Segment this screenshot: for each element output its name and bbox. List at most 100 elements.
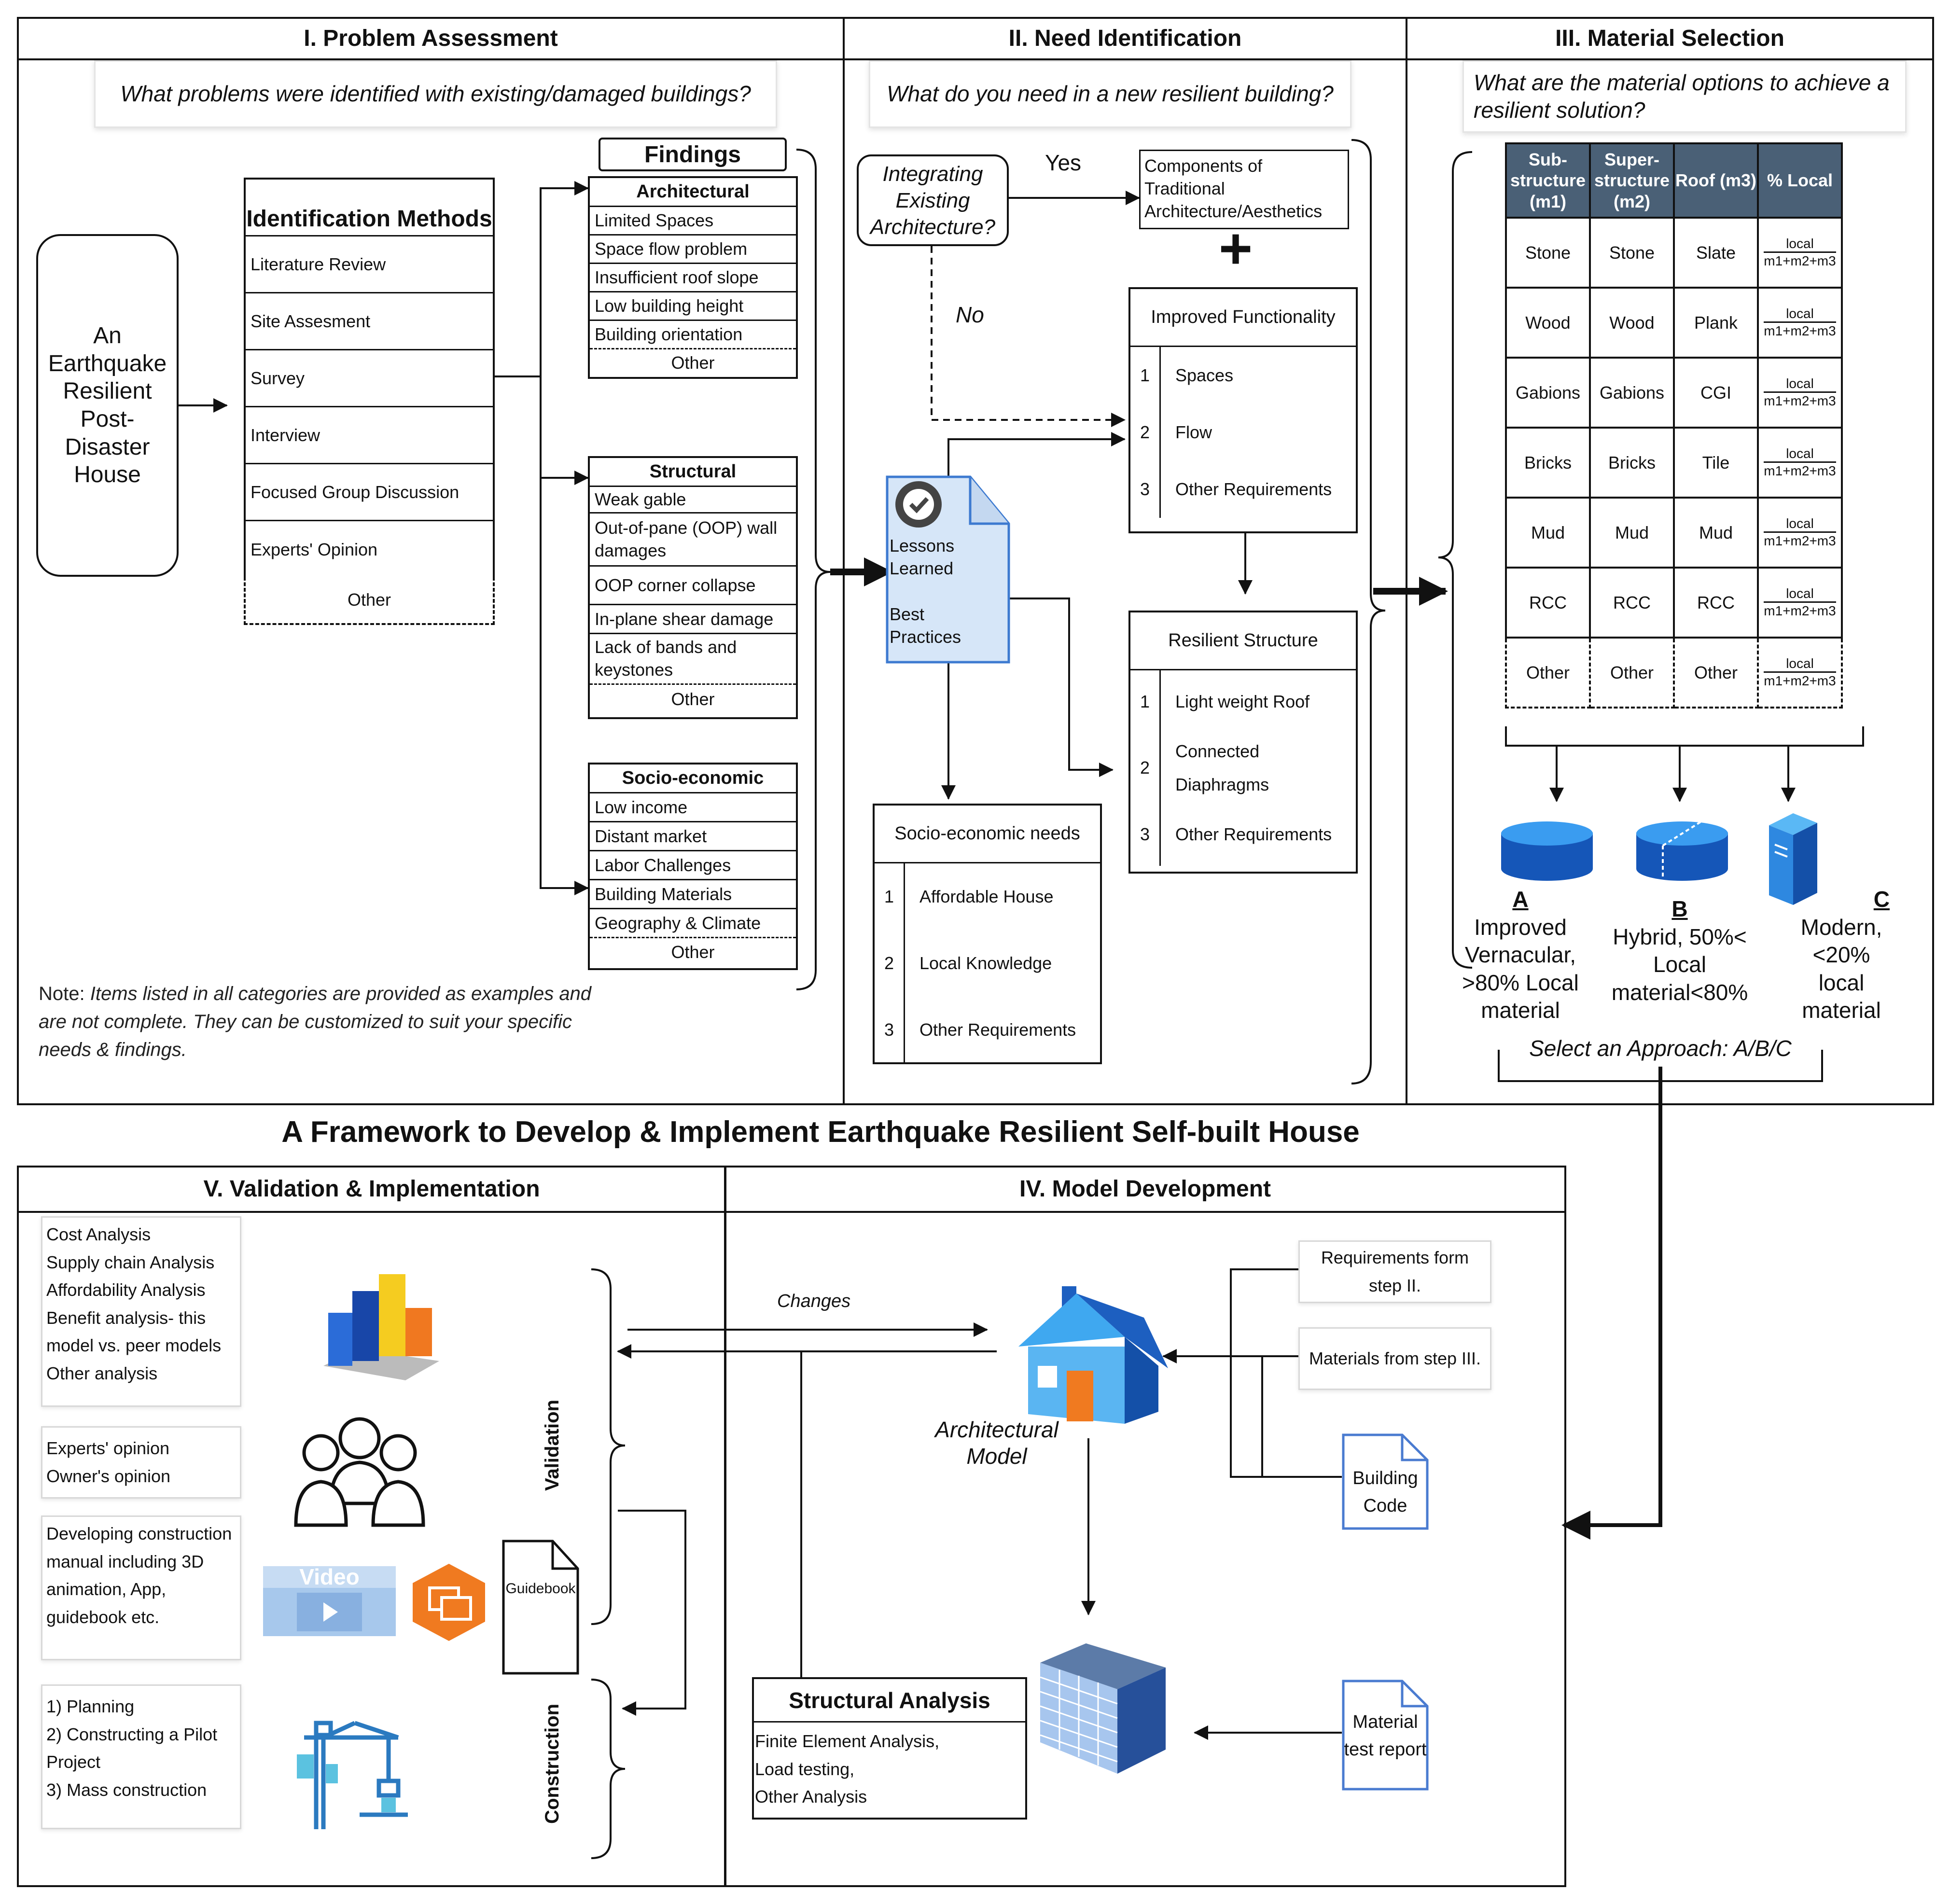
option-b-letter: B bbox=[1671, 896, 1688, 921]
building-code-document-icon bbox=[1342, 1433, 1429, 1530]
option-c-text: Modern, <20% local material bbox=[1800, 914, 1882, 1023]
material-test-label: Material test report bbox=[1344, 1712, 1427, 1760]
house-label: An Earthquake Resilient Post-Disaster Ho… bbox=[48, 323, 167, 488]
server-tower-icon bbox=[1769, 813, 1817, 905]
yes-label: Yes bbox=[1045, 150, 1082, 175]
option-a[interactable]: A Improved Vernacular, >80% Local materi… bbox=[1458, 886, 1583, 1025]
identification-methods: Identification Methods Literature Review… bbox=[244, 178, 495, 578]
option-b[interactable]: B Hybrid, 50%< Local material<80% bbox=[1607, 895, 1752, 1006]
finding-item: Distant market bbox=[590, 822, 796, 851]
panel-material-selection: III. Material Selection bbox=[1406, 17, 1934, 1105]
validation-label: Validation bbox=[542, 1400, 563, 1491]
col-substructure: Sub-structure (m1) bbox=[1505, 142, 1591, 219]
finding-item: Building Materials bbox=[590, 880, 796, 909]
panel-model-development: IV. Model Development bbox=[724, 1166, 1566, 1887]
structural-analysis: Structural Analysis Finite Element Analy… bbox=[752, 1677, 1027, 1820]
findings-header: Findings bbox=[644, 141, 741, 167]
cylinder-icon bbox=[1501, 821, 1593, 881]
findings-header-box: Findings bbox=[599, 138, 787, 171]
no-label: No bbox=[956, 302, 984, 327]
method-item: Experts' Opinion bbox=[251, 540, 378, 559]
finding-other: Other bbox=[671, 942, 715, 962]
panel-title: V. Validation & Implementation bbox=[19, 1167, 724, 1213]
building-code-label: Building Code bbox=[1352, 1468, 1418, 1516]
methods-other: Other bbox=[244, 577, 495, 625]
method-item: Site Assesment bbox=[246, 293, 493, 350]
structural-findings: Structural Weak gable Out-of-pane (OOP) … bbox=[588, 456, 798, 719]
structural-analysis-items: Finite Element Analysis, Load testing, O… bbox=[755, 1731, 940, 1807]
panel-title: III. Material Selection bbox=[1407, 19, 1932, 60]
methods-other-label: Other bbox=[347, 590, 391, 610]
finding-item: Geography & Climate bbox=[590, 909, 796, 938]
socio-header: Socio-economic bbox=[590, 764, 796, 793]
house-icon bbox=[1018, 1286, 1168, 1424]
finding-item: Limited Spaces bbox=[590, 207, 796, 236]
question-materials: What are the material options to achieve… bbox=[1462, 60, 1907, 133]
architectural-header: Architectural bbox=[590, 178, 796, 207]
socio-economic-findings: Socio-economic Low income Distant market… bbox=[588, 763, 798, 970]
guidebook-label: Guidebook bbox=[505, 1581, 576, 1597]
methods-header: Identification Methods bbox=[246, 180, 493, 236]
finding-other: Other bbox=[671, 353, 715, 373]
finding-item: Space flow problem bbox=[590, 236, 796, 264]
structural-header: Structural bbox=[590, 458, 796, 487]
house-label-box: An Earthquake Resilient Post-Disaster Ho… bbox=[36, 234, 179, 577]
option-c[interactable]: C Modern, <20% local material bbox=[1793, 886, 1890, 1025]
improved-header: Improved Functionality bbox=[1130, 289, 1356, 347]
socio-needs-header: Socio-economic needs bbox=[875, 806, 1100, 863]
requirements-input: Requirements form step II. bbox=[1298, 1240, 1491, 1303]
video-icon bbox=[263, 1566, 396, 1636]
app-icon bbox=[413, 1564, 485, 1641]
method-item: Literature Review bbox=[246, 236, 493, 293]
finding-item: Insufficient roof slope bbox=[590, 264, 796, 292]
architectural-model-label: Architectural Model bbox=[935, 1417, 1059, 1469]
manual-box: Developing construction manual including… bbox=[41, 1515, 241, 1660]
finding-item: Labor Challenges bbox=[590, 851, 796, 880]
architectural-findings: Architectural Limited Spaces Space flow … bbox=[588, 176, 798, 379]
col-local: % Local bbox=[1757, 142, 1843, 219]
finding-item: In-plane shear damage bbox=[590, 605, 796, 634]
lessons-document-icon bbox=[886, 475, 1010, 664]
video-label: Video bbox=[299, 1564, 360, 1589]
col-superstructure: Super-structure (m2) bbox=[1589, 142, 1675, 219]
resilient-header: Resilient Structure bbox=[1130, 612, 1356, 670]
crane-icon bbox=[297, 1721, 408, 1829]
finding-item: Weak gable bbox=[590, 487, 796, 514]
option-a-text: Improved Vernacular, >80% Local material bbox=[1462, 914, 1579, 1023]
material-table: Sub-structure (m1) Super-structure (m2) … bbox=[1505, 142, 1843, 709]
note-label: Note: bbox=[39, 983, 85, 1004]
finding-item: Low building height bbox=[590, 292, 796, 321]
construction-label: Construction bbox=[542, 1704, 563, 1824]
bar-chart-icon bbox=[323, 1274, 439, 1380]
finding-item: OOP corner collapse bbox=[590, 567, 796, 605]
col-roof: Roof (m3) bbox=[1673, 142, 1759, 219]
guidebook-icon bbox=[502, 1540, 579, 1675]
analysis-box: Cost Analysis Supply chain Analysis Affo… bbox=[41, 1216, 241, 1407]
question-problems: What problems were identified with exist… bbox=[94, 60, 777, 128]
finding-item: Out-of-pane (OOP) wall damages bbox=[590, 514, 796, 567]
method-item: Interview bbox=[246, 407, 493, 464]
components-label: Components of Traditional Architecture/A… bbox=[1144, 156, 1323, 221]
material-test-document-icon bbox=[1342, 1680, 1429, 1791]
construction-box: 1) Planning 2) Constructing a Pilot Proj… bbox=[41, 1684, 241, 1829]
option-b-text: Hybrid, 50%< Local material<80% bbox=[1611, 924, 1748, 1005]
panel-title: II. Need Identification bbox=[845, 19, 1406, 60]
split-cylinder-icon bbox=[1636, 820, 1728, 881]
finding-other: Other bbox=[671, 689, 715, 709]
method-item: Survey bbox=[246, 350, 493, 407]
